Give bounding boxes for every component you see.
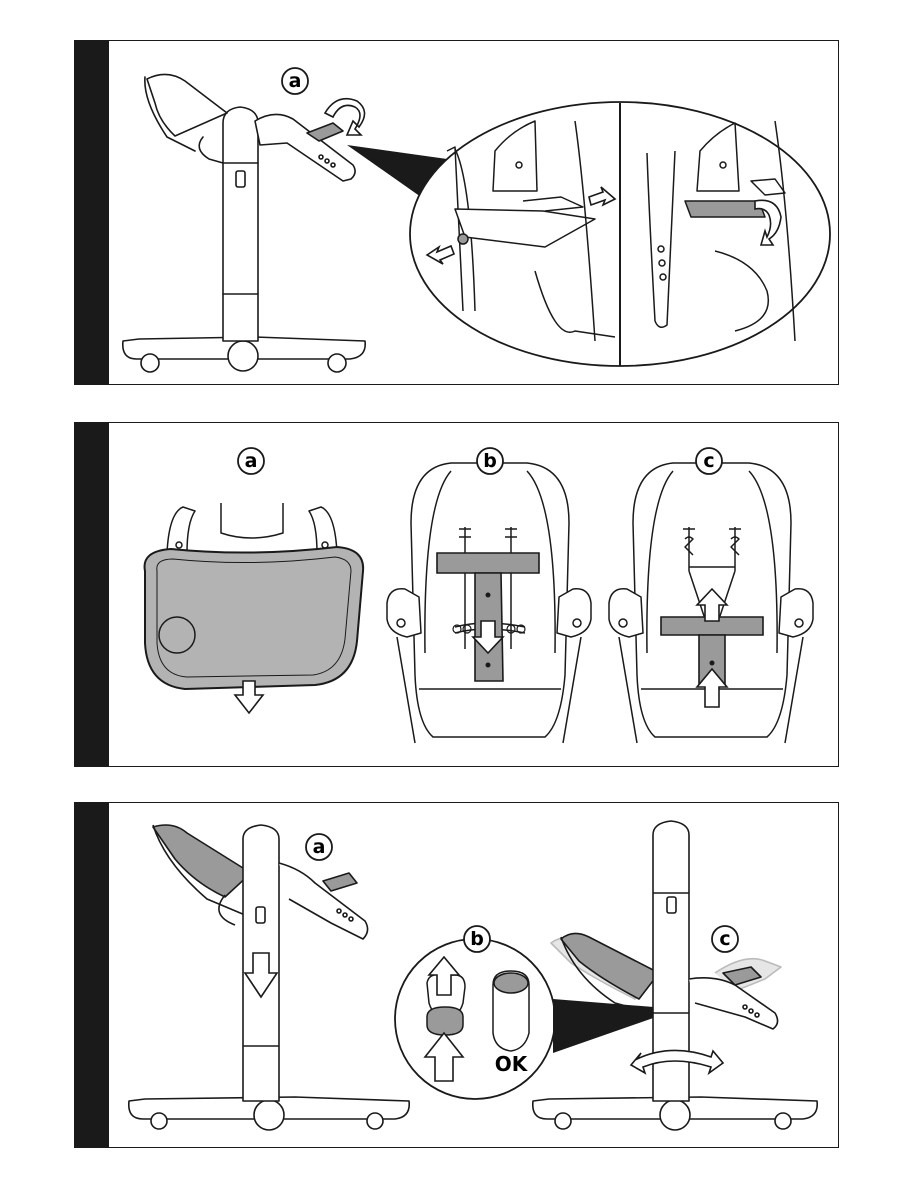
- base-wheel-left: [141, 354, 159, 372]
- label-3c: c: [719, 928, 730, 950]
- cup-holder: [159, 617, 195, 653]
- column-latch: [236, 171, 245, 187]
- armrest-3c: [689, 978, 778, 1029]
- armrest: [255, 114, 355, 181]
- seat-shell: [147, 74, 227, 136]
- zoom-bubble-3b: [395, 939, 555, 1099]
- label-2b: b: [483, 450, 497, 472]
- panel-1-illustration: a: [75, 41, 839, 385]
- chair-column: [223, 107, 258, 341]
- label-3b: b: [470, 928, 484, 950]
- footrest-rotated: [685, 201, 765, 217]
- release-button: [458, 234, 468, 244]
- instruction-panel-1: a: [74, 40, 839, 385]
- label-3a: a: [313, 836, 326, 858]
- seat-shell-3a: [153, 825, 251, 897]
- base-wheel-right: [328, 354, 346, 372]
- panel-2-illustration: a b: [75, 423, 839, 767]
- armrest-3a: [279, 863, 368, 939]
- instruction-panel-2: a b: [74, 422, 839, 767]
- harness-pad-top-b: [437, 553, 539, 573]
- panel-3-illustration: a OK b: [75, 803, 839, 1148]
- ok-label: OK: [495, 1052, 529, 1076]
- knob-pressed: [427, 1007, 463, 1035]
- label-2c: c: [703, 450, 714, 472]
- instruction-panel-3: a OK b: [74, 802, 839, 1148]
- label-2a: a: [245, 450, 258, 472]
- knob-ok: [494, 973, 528, 993]
- base-wheel-center: [228, 341, 258, 371]
- label-a: a: [289, 70, 302, 92]
